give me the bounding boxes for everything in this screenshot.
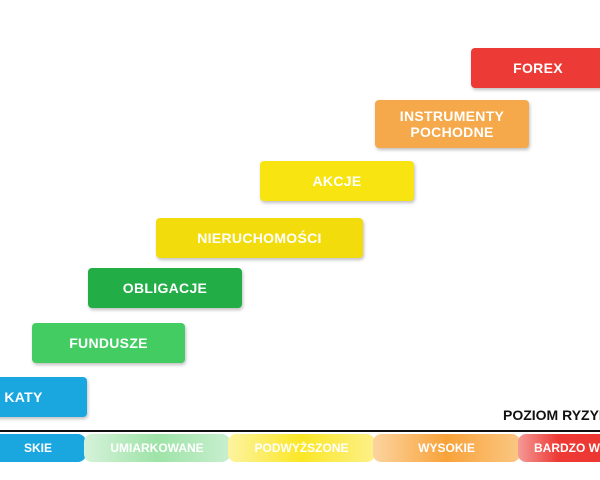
risk-level-podwyzszone: PODWYŻSZONE — [228, 434, 375, 462]
step-instrumenty-pochodne: INSTRUMENTY POCHODNE — [375, 100, 529, 148]
risk-level-umiarkowane-label: UMIARKOWANE — [110, 441, 204, 455]
axis-title: POZIOM RYZYKA — [503, 407, 600, 423]
step-obligacje-label: OBLIGACJE — [122, 279, 208, 296]
step-forex: FOREX — [471, 48, 600, 88]
risk-level-umiarkowane: UMIARKOWANE — [84, 434, 230, 462]
risk-level-podwyzszone-label: PODWYŻSZONE — [254, 441, 349, 455]
risk-level-niskie-label: SKIE — [23, 441, 52, 455]
step-nieruchomosci-label: NIERUCHOMOŚCI — [197, 229, 322, 246]
risk-level-bardzo-wysokie-label: BARDZO WYSOKIE — [534, 441, 600, 455]
step-certyfikaty: KATY — [0, 377, 87, 417]
step-certyfikaty-label: KATY — [4, 388, 43, 405]
step-instrumenty-label: INSTRUMENTY POCHODNE — [399, 107, 505, 140]
step-fundusze: FUNDUSZE — [32, 323, 185, 363]
step-akcje: AKCJE — [260, 161, 414, 201]
step-akcje-label: AKCJE — [312, 172, 362, 189]
step-obligacje: OBLIGACJE — [88, 268, 242, 308]
risk-level-wysokie-label: WYSOKIE — [418, 441, 475, 455]
step-nieruchomosci: NIERUCHOMOŚCI — [156, 218, 363, 258]
axis-line — [0, 430, 600, 432]
step-fundusze-label: FUNDUSZE — [69, 334, 148, 351]
risk-level-wysokie: WYSOKIE — [373, 434, 520, 462]
risk-level-niskie: SKIE — [0, 434, 86, 462]
risk-level-bardzo-wysokie: BARDZO WYSOKIE — [518, 434, 600, 462]
step-forex-label: FOREX — [513, 59, 563, 76]
